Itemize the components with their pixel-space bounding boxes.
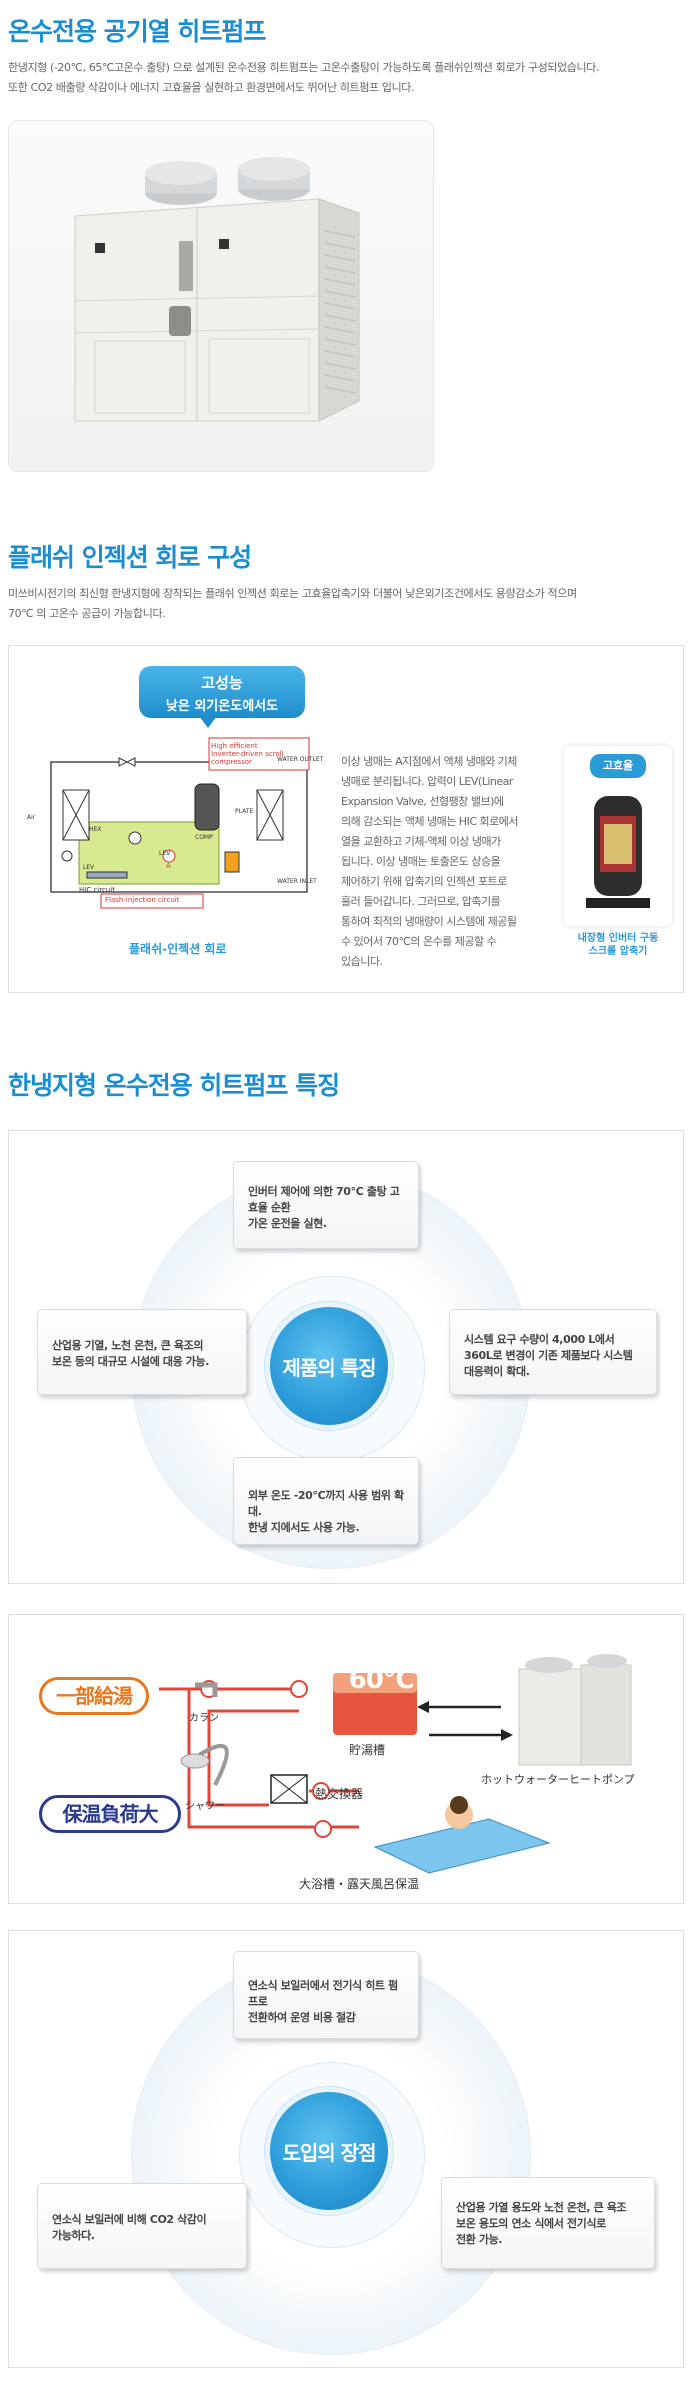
explanation-line: 됩니다. 이상 냉매는 토출온도 상승을	[341, 855, 501, 868]
performance-bubble: 고성능 낮은 외기온도에서도	[139, 666, 305, 718]
bubble-title: 고성능	[201, 674, 243, 692]
feature-card-left: 산업용 기열, 노천 온천, 큰 욕조의 보온 등의 대규모 시설에 대응 가능…	[37, 1309, 247, 1395]
section-title-flash-injection: 플래쉬 인젝션 회로 구성	[8, 543, 252, 572]
lev-label: LEV	[159, 850, 171, 857]
compressor-caption-line: 스크롤 압축기	[588, 946, 648, 957]
heatpump-unit-illustration	[74, 157, 360, 422]
benefit-text: 전환하여 운영 비용 절감	[248, 2011, 356, 2024]
desc-line: 미쓰비시전기의 최신형 한냉지형에 장착되는 플래쉬 인젝션 회로는 고효율압축…	[8, 587, 577, 600]
section-description: 미쓰비시전기의 최신형 한냉지형에 장착되는 플래쉬 인젝션 회로는 고효율압축…	[8, 584, 698, 624]
desc-line: 또한 CO2 배출량 삭감이나 에너지 고효율을 실현하고 환경면에서도 뛰어난…	[8, 81, 415, 94]
diagram-label: Inverter-driven scroll	[211, 750, 284, 758]
explanation-text: 이상 냉매는 A지점에서 액체 냉매와 기체 냉매로 분리됩니다. 압력이 LE…	[341, 752, 551, 972]
product-image	[8, 120, 434, 472]
bath-label: 大浴槽・露天風呂保温	[299, 1877, 420, 1891]
explanation-line: 통하여 최적의 냉매량이 시스템에 제공될	[341, 915, 517, 928]
compressor-caption: 내장형 인버터 구동 스크롤 압축기	[564, 932, 672, 958]
heatpump-label: ホットウォーターヒートポンプ	[481, 1773, 635, 1786]
feature-card-top: 인버터 제어에 의한 70℃ 출탕 고효율 순환 가온 운전을 실현.	[233, 1161, 419, 1249]
bubble-pointer	[199, 716, 217, 728]
explanation-line: 수 있어서 70℃의 온수를 제공할 수	[341, 935, 497, 948]
exchanger-label: 熱交換器	[315, 1787, 364, 1801]
explanation-line: 제어하기 위해 압축기의 인젝션 포트로	[341, 875, 507, 888]
benefit-text: 전환 가능.	[456, 2233, 503, 2246]
air-label: Air	[27, 814, 36, 821]
hex-label: HEX	[89, 826, 102, 833]
point-a-label: A	[166, 862, 171, 870]
benefits-panel: 도입의 장점 연소식 보일러에서 전기식 히트 펌프로 전환하여 운영 비용 절…	[8, 1930, 684, 2368]
bubble-subtitle: 낮은 외기온도에서도	[165, 699, 279, 714]
benefit-text: 연소식 보일러에서 전기식 히트 펌프로	[248, 1979, 398, 2008]
benefits-center-circle: 도입의 장점	[265, 2087, 393, 2215]
partial-supply-badge: 一部給湯	[39, 1677, 149, 1715]
benefit-text: 산업용 가열 용도와 노천 온천, 큰 욕조	[456, 2201, 627, 2214]
benefit-text: 연소식 보일러에 비해 CO2 삭감이	[52, 2213, 207, 2226]
explanation-line: 이상 냉매는 A지점에서 액체 냉매와 기체	[341, 755, 517, 768]
water-inlet-label: WATER INLET	[277, 878, 317, 885]
features-center-circle: 제품의 특징	[265, 1302, 393, 1430]
feature-text: 대응력이 확대.	[464, 1365, 530, 1378]
explanation-line: Expansion Valve, 선형팽창 밸브)에	[341, 795, 504, 808]
diagram-caption: 플래쉬-인젝션 회로	[129, 942, 227, 956]
feature-text: 시스템 요구 수량이 4,000 L에서	[464, 1333, 615, 1346]
feature-text: 360L로 변경이 기존 제품보다 시스템	[464, 1349, 633, 1362]
hot-water-system-diagram	[159, 1654, 632, 1874]
comp-label: COMP	[195, 834, 213, 841]
explanation-line: 의해 감소되는 액체 냉매는 HIC 회로에서	[341, 815, 518, 828]
feature-card-right: 시스템 요구 수량이 4,000 L에서 360L로 변경이 기존 제품보다 시…	[449, 1309, 657, 1395]
plate-label: PLATE	[235, 808, 254, 815]
compressor-caption-line: 내장형 인버터 구동	[577, 933, 659, 944]
feature-text: 외부 온도 -20℃까지 사용 범위 확대.	[248, 1489, 404, 1518]
flash-injection-panel: 고성능 낮은 외기온도에서도 High eff	[8, 645, 684, 993]
lev-label: LEV	[83, 864, 95, 871]
explanation-line: 흘러 들어갑니다. 그러므로, 압축기를	[341, 895, 501, 908]
benefit-card-right: 산업용 가열 용도와 노천 온천, 큰 욕조 보온 용도의 연소 식에서 전기식…	[441, 2177, 655, 2269]
section-title-hot-water-heatpump: 온수전용 공기열 히트펌프	[8, 17, 266, 46]
section-description: 한냉지형 (-20℃, 65℃고온수 출탕) 으로 설계된 온수전용 히트펌프는…	[8, 58, 698, 98]
section-title-features: 한냉지형 온수전용 히트펌프 특징	[8, 1071, 340, 1100]
hic-label: HIC circuit	[79, 886, 115, 894]
feature-text: 가온 운전을 실현.	[248, 1217, 327, 1230]
compressor-card: 고효율	[564, 746, 672, 926]
scroll-compressor-icon	[586, 796, 650, 908]
flash-injection-circuit-diagram	[50, 737, 310, 909]
feature-text: 한냉 지에서도 사용 가능.	[248, 1521, 360, 1534]
desc-line: 한냉지형 (-20℃, 65℃고온수 출탕) 으로 설계된 온수전용 히트펌프는…	[8, 61, 600, 74]
feature-text: 인버터 제어에 의한 70℃ 출탕 고효율 순환	[248, 1185, 400, 1214]
explanation-line: 냉매로 분리됩니다. 압력이 LEV(Linear	[341, 775, 513, 788]
features-panel: 제품의 특징 인버터 제어에 의한 70℃ 출탕 고효율 순환 가온 운전을 실…	[8, 1130, 684, 1584]
faucet-label: カラン	[189, 1713, 219, 1724]
water-outlet-label: WATER OUTLET	[277, 756, 324, 763]
benefit-text: 보온 용도의 연소 식에서 전기식로	[456, 2217, 606, 2230]
desc-line: 70℃ 의 고온수 공급이 가능합니다.	[8, 607, 166, 620]
diagram-label: High efficient	[211, 742, 258, 750]
feature-text: 보온 등의 대규모 시설에 대응 가능.	[52, 1355, 210, 1368]
tank-label: 貯湯槽	[349, 1743, 386, 1757]
benefit-text: 가능하다.	[52, 2229, 95, 2242]
flash-injection-label: Flash-injection circuit	[105, 896, 180, 904]
benefit-card-top: 연소식 보일러에서 전기식 히트 펌프로 전환하여 운영 비용 절감	[233, 1951, 419, 2039]
compressor-label: High efficient Inverter-driven scroll co…	[211, 742, 284, 766]
feature-text: 산업용 기열, 노천 온천, 큰 욕조의	[52, 1339, 204, 1352]
explanation-line: 열을 교환하고 기체-액체 이상 냉매가	[341, 835, 501, 848]
shower-label: シャワー	[185, 1801, 225, 1812]
benefit-card-left: 연소식 보일러에 비해 CO2 삭감이 가능하다.	[37, 2183, 247, 2269]
diagram-label: compressor	[211, 758, 252, 766]
high-efficiency-badge: 고효율	[590, 754, 646, 778]
explanation-line: 있습니다.	[341, 955, 383, 968]
temperature-display: 60℃	[348, 1665, 415, 1695]
feature-card-bottom: 외부 온도 -20℃까지 사용 범위 확대. 한냉 지에서도 사용 가능.	[233, 1457, 419, 1545]
heat-load-badge: 保温負荷大	[39, 1795, 181, 1833]
system-diagram-panel: 60℃ 貯湯槽 ホットウォーターヒートポンプ 熱交換器 大浴槽・露天風呂保温 カ…	[8, 1614, 684, 1904]
